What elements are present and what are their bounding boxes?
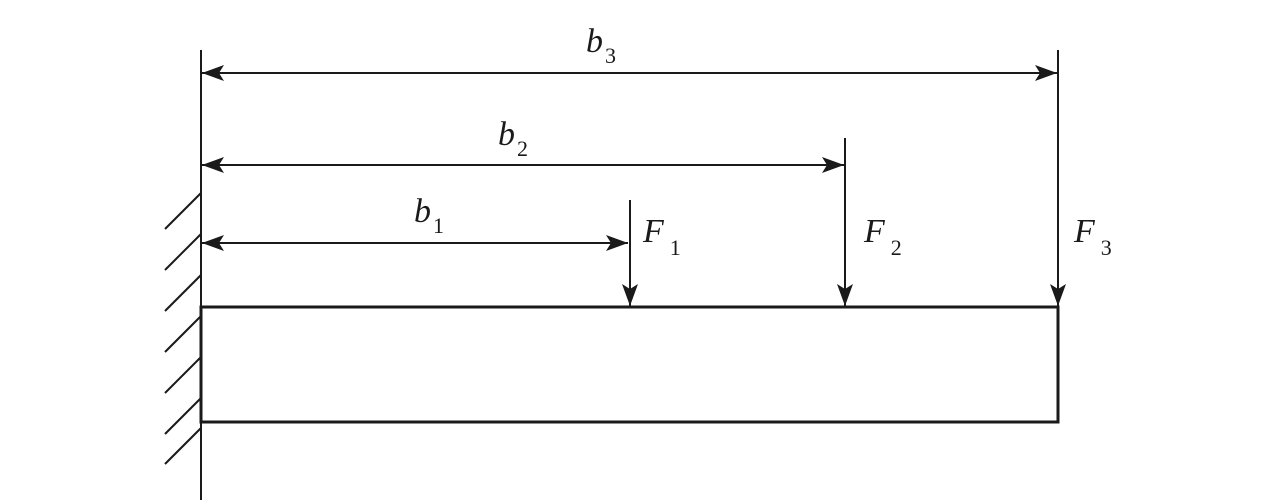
wall-hatching [164,192,202,465]
dimension-b3: b3 [202,23,1059,87]
dimension-label-b2: b2 [498,116,528,161]
hatch-line [164,315,202,353]
dimension-symbol: b [498,116,515,153]
hatch-line [164,192,202,230]
dimension-b1: b1 [202,193,628,251]
dimension-label-b1: b1 [414,193,444,238]
force-subscript: 3 [1101,235,1112,260]
hatch-line [164,233,202,271]
dimension-b2: b2 [202,116,844,173]
dimension-subscript: 2 [517,136,528,161]
fixed-support [164,50,202,500]
dimension-subscript: 3 [605,43,616,68]
dimension-symbol: b [586,23,603,60]
hatch-line [164,356,202,394]
force-subscript: 2 [891,235,902,260]
hatch-line [164,427,202,465]
force-symbol: F [642,213,665,250]
beam [199,305,1060,424]
dimension-subscript: 1 [433,213,444,238]
dimension-label-b3: b3 [586,23,616,68]
hatch-line [164,274,202,312]
force-subscript: 1 [670,235,681,260]
force-symbol: F [863,213,886,250]
force-symbol: F [1073,213,1096,250]
dimension-symbol: b [414,193,431,230]
hatch-line [164,397,202,435]
